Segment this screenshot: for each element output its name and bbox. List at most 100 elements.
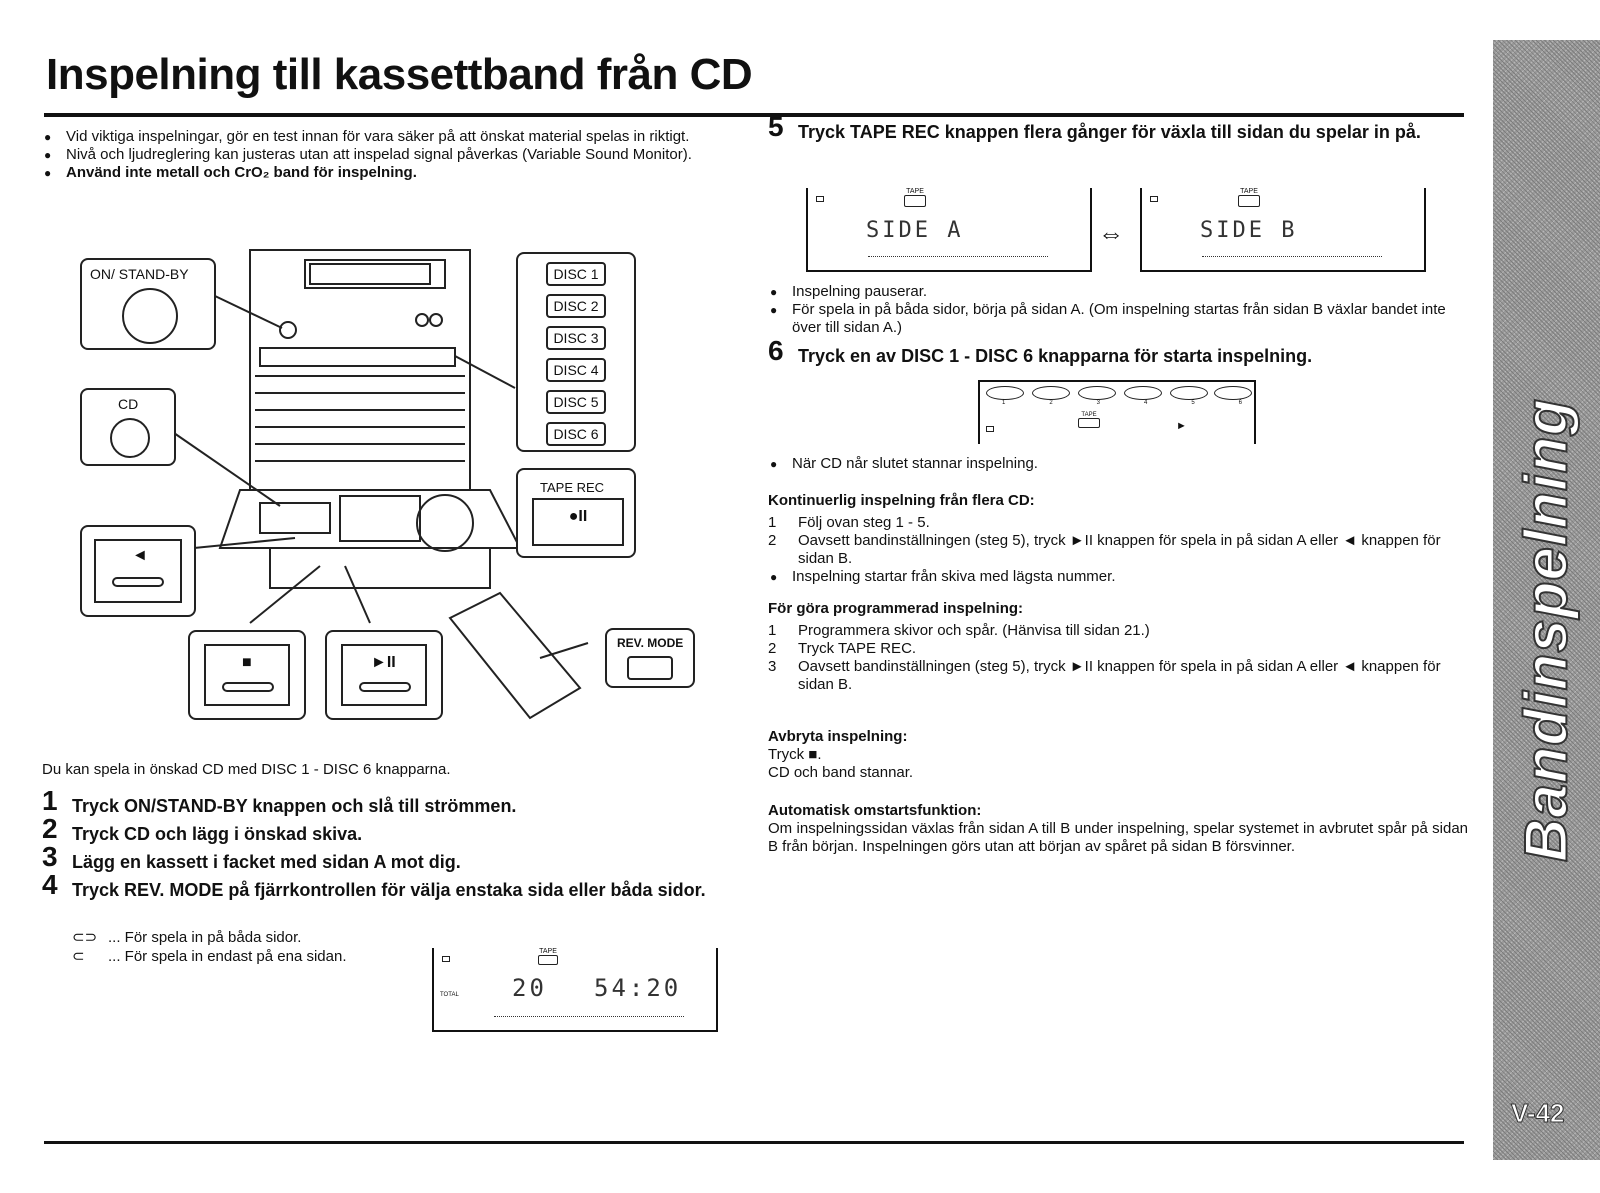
time-readout: 54:20 — [594, 974, 682, 1002]
disc-6-indicator — [1214, 386, 1252, 400]
cassette-icon — [538, 955, 558, 965]
play-indicator-icon: ► — [1176, 420, 1187, 432]
stop-icon: ■ — [242, 654, 252, 671]
step-5-bullets: Inspelning pauserar. För spela in på båd… — [768, 283, 1468, 337]
sidebar-title: Bandinspelning — [1512, 397, 1581, 863]
lcd-display-side-b: TAPE SIDE B — [1140, 188, 1426, 272]
tape-indicator: TAPE — [1238, 188, 1260, 207]
total-label: TOTAL — [440, 992, 459, 998]
button-slot — [359, 682, 411, 692]
cancel-section: Avbryta inspelning: Tryck ■. CD och band… — [768, 728, 1468, 782]
continuous-bullet: Inspelning startar från skiva med lägsta… — [768, 568, 1468, 586]
tape-rec-callout: TAPE REC ●II — [516, 468, 636, 558]
track-readout: 20 — [512, 974, 547, 1002]
disc-indicator-icon — [986, 426, 994, 432]
step-5-bullet: Inspelning pauserar. — [768, 283, 1468, 301]
footer-rule — [44, 1141, 1464, 1144]
record-pause-icon: ●II — [568, 508, 588, 525]
stop-button: ■ — [204, 644, 290, 706]
cd-callout: CD — [80, 388, 176, 466]
play-pause-button: ►II — [341, 644, 427, 706]
lcd-display-step6: 1 2 3 4 5 6 TAPE ► — [978, 380, 1256, 444]
reverse-play-callout: ◄ — [80, 525, 196, 617]
device-illustration — [70, 248, 670, 728]
cd-button-icon — [110, 418, 150, 458]
auto-restart-section: Automatisk omstartsfunktion: Om inspelni… — [768, 802, 1468, 856]
cancel-line: Tryck ■. — [768, 746, 822, 763]
tape-rec-label: TAPE REC — [540, 480, 605, 495]
cassette-icon — [1078, 418, 1100, 428]
step-6-bullet: När CD når slutet stannar inspelning. — [768, 455, 1468, 473]
both-sides-icon: ⊂⊃ — [72, 929, 98, 946]
level-meter — [1202, 256, 1382, 257]
reverse-play-icon: ◄ — [132, 547, 148, 564]
tape-rec-button: ●II — [532, 498, 624, 546]
note-both-sides: ⊂⊃... För spela in på båda sidor. — [72, 929, 302, 946]
programmed-heading: För göra programmerad inspelning: — [768, 600, 1024, 617]
play-pause-callout: ►II — [325, 630, 443, 720]
disc-2-button: DISC 2 — [546, 294, 606, 318]
disc-indicator-icon — [442, 956, 450, 962]
disc-buttons-panel: DISC 1 DISC 2 DISC 3 DISC 4 DISC 5 DISC … — [516, 252, 636, 452]
continuous-section: Kontinuerlig inspelning från flera CD: 1… — [768, 492, 1468, 586]
tape-indicator: TAPE — [904, 188, 926, 207]
step-5-bullet: För spela in på båda sidor, börja på sid… — [768, 301, 1468, 337]
blinking-cassette-icon — [1238, 195, 1260, 207]
rev-mode-button — [627, 656, 673, 680]
disc-indicator-icon — [816, 196, 824, 202]
lcd-display-step4: TAPE TOTAL 20 54:20 — [432, 948, 718, 1032]
cancel-line: CD och band stannar. — [768, 764, 914, 781]
disc-tray-indicators — [986, 386, 1252, 406]
one-side-icon: ⊂ — [72, 948, 85, 965]
power-button-icon — [122, 288, 178, 344]
disc-5-indicator — [1170, 386, 1208, 400]
disc-5-button: DISC 5 — [546, 390, 606, 414]
intro-bullets: Vid viktiga inspelningar, gör en test in… — [42, 128, 732, 182]
side-switch-arrow-icon: ⇔ — [1098, 218, 1124, 248]
cancel-heading: Avbryta inspelning: — [768, 728, 908, 745]
sidebar-tab: Bandinspelning V-42 — [1493, 40, 1600, 1160]
continuous-heading: Kontinuerlig inspelning från flera CD: — [768, 492, 1035, 509]
button-slot — [222, 682, 274, 692]
tape-indicator: TAPE — [1078, 412, 1100, 428]
stop-callout: ■ — [188, 630, 306, 720]
disc-indicator-icon — [1150, 196, 1158, 202]
play-pause-icon: ►II — [371, 654, 396, 671]
disc-1-button: DISC 1 — [546, 262, 606, 286]
illustration-caption: Du kan spela in önskad CD med DISC 1 - D… — [42, 761, 451, 778]
side-b-readout: SIDE B — [1200, 218, 1298, 243]
rev-mode-label: REV. MODE — [617, 636, 684, 650]
disc-1-indicator — [986, 386, 1024, 400]
disc-3-button: DISC 3 — [546, 326, 606, 350]
page-title: Inspelning till kassettband från CD — [46, 50, 753, 99]
side-a-readout: SIDE A — [866, 218, 964, 243]
note-one-side: ⊂... För spela in endast på ena sidan. — [72, 948, 347, 965]
rev-mode-callout: REV. MODE — [605, 628, 695, 688]
page-number: V-42 — [1511, 1098, 1565, 1129]
disc-2-indicator — [1032, 386, 1070, 400]
level-meter — [868, 256, 1048, 257]
step-4-notes: ⊂⊃... För spela in på båda sidor. ⊂... F… — [72, 928, 346, 966]
blinking-cassette-icon — [904, 195, 926, 207]
auto-restart-text: Om inspelningssidan växlas från sidan A … — [768, 820, 1468, 855]
cd-label: CD — [118, 396, 139, 412]
disc-3-indicator — [1078, 386, 1116, 400]
intro-bullet: Vid viktiga inspelningar, gör en test in… — [42, 128, 732, 146]
disc-number-row: 1 2 3 4 5 6 — [1002, 400, 1242, 406]
stereo-system-drawing — [173, 249, 589, 720]
reverse-play-button: ◄ — [94, 539, 182, 603]
disc-4-button: DISC 4 — [546, 358, 606, 382]
tape-indicator: TAPE — [538, 948, 558, 965]
